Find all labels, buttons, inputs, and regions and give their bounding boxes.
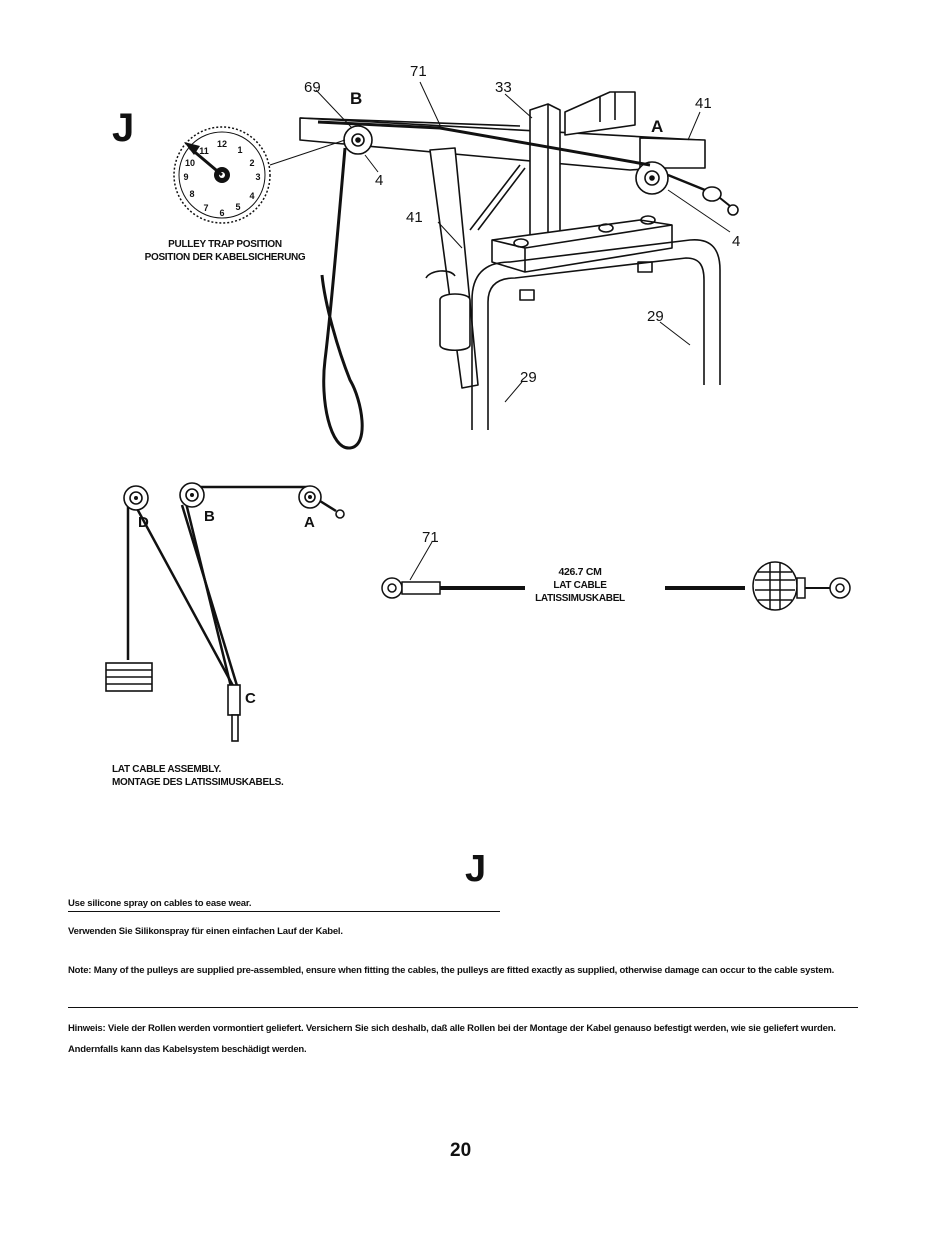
pulley-trap-caption-en: PULLEY TRAP POSITION [168, 239, 282, 250]
svg-text:1: 1 [237, 145, 242, 155]
cable-length: 426.7 cm [558, 566, 602, 578]
callout-29-right: 29 [647, 308, 664, 325]
pulley-label-a: A [651, 117, 663, 136]
assembly-caption-en: LAT CABLE ASSEMBLY. [112, 764, 221, 775]
svg-text:9: 9 [183, 172, 188, 182]
callout-4-right: 4 [732, 233, 740, 250]
callout-29-left: 29 [520, 369, 537, 386]
svg-text:12: 12 [217, 139, 227, 149]
tip-en: Use silicone spray on cables to ease wea… [68, 898, 252, 909]
assembly-label-a: A [304, 514, 315, 531]
cable-name-en: LAT CABLE [553, 580, 607, 591]
pulley-trap-caption-de: POSITION DER KABELSICHERUNG [144, 252, 306, 263]
note-en: Note: Many of the pulleys are supplied p… [68, 960, 858, 981]
svg-text:7: 7 [203, 203, 208, 213]
note-en-label: Note: [68, 965, 92, 976]
tip-divider [68, 911, 500, 912]
note-en-text: Many of the pulleys are supplied pre-ass… [93, 965, 835, 976]
step-letter: J [112, 106, 135, 150]
lat-cable-diagram: 71 [381, 529, 851, 611]
lat-cable-assembly-diagram: D B A C [105, 482, 345, 742]
svg-text:11: 11 [199, 146, 209, 156]
callout-33: 33 [495, 79, 512, 96]
tip-de: Verwenden Sie Silikonspray für einen ein… [68, 926, 343, 937]
pulley-trap-dial: 12 1 2 3 4 5 6 7 8 9 10 11 [173, 126, 271, 224]
machine-frame-diagram: 69 71 33 41 41 4 4 29 29 B A 12 1 2 3 4 … [173, 63, 740, 450]
svg-text:2: 2 [249, 158, 254, 168]
note-de-text: Viele der Rollen werden vormontiert geli… [68, 1023, 836, 1055]
page-number: 20 [450, 1140, 472, 1161]
callout-41-left: 41 [406, 209, 423, 226]
assembly-label-d: D [138, 514, 149, 531]
svg-text:10: 10 [185, 158, 195, 168]
note-de-label: Hinweis: [68, 1023, 106, 1034]
step-letter-bottom: J [465, 848, 487, 890]
note-divider [68, 1007, 858, 1008]
assembly-label-b: B [204, 508, 215, 525]
cable-name-de: LATISSIMUSKABEL [535, 593, 625, 604]
pulley-label-b: B [350, 89, 362, 108]
callout-41-right: 41 [695, 95, 712, 112]
callout-71: 71 [410, 63, 427, 80]
svg-text:8: 8 [189, 189, 194, 199]
svg-text:3: 3 [255, 172, 260, 182]
note-de: Hinweis: Viele der Rollen werden vormont… [68, 1018, 858, 1060]
svg-text:4: 4 [249, 191, 254, 201]
svg-text:5: 5 [235, 202, 240, 212]
callout-4-left: 4 [375, 172, 383, 189]
assembly-label-c: C [245, 690, 256, 707]
svg-text:6: 6 [219, 208, 224, 218]
assembly-caption-de: MONTAGE DES LATISSIMUSKABELS. [112, 777, 284, 788]
cable-callout-71: 71 [422, 529, 439, 546]
callout-69: 69 [304, 79, 321, 96]
